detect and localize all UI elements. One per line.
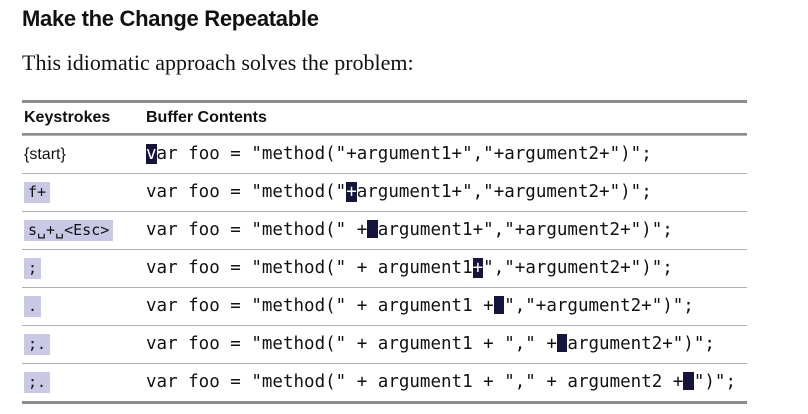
buffer-cell: var foo = "method(" + argument1 + ","+arg… <box>146 295 694 317</box>
buffer-cell: var foo = "method(" + argument1+","+argu… <box>146 257 673 279</box>
buffer-text-after: argument1+","+argument2+")"; <box>356 182 652 202</box>
cursor <box>367 220 378 238</box>
table-row: s␣+␣<Esc> var foo = "method(" + argument1… <box>22 211 747 249</box>
keystroke-cell: ; <box>24 258 42 279</box>
keystroke-cell: ;. <box>24 372 51 393</box>
table-header: Keystrokes Buffer Contents <box>22 103 747 135</box>
table-row: ;. var foo = "method(" + argument1 + ","… <box>22 363 747 401</box>
cursor <box>556 334 568 352</box>
buffer-text-before: var foo = "method(" <box>146 182 347 202</box>
cursor <box>493 296 505 314</box>
table-row: ; var foo = "method(" + argument1+","+ar… <box>22 249 747 287</box>
intro-paragraph: This idiomatic approach solves the probl… <box>22 50 414 75</box>
keystroke-table: Keystrokes Buffer Contents {start} var f… <box>22 100 747 404</box>
buffer-cell: var foo = "method(" + argument1 + "," + … <box>146 371 736 393</box>
table-row: f+ var foo = "method("+argument1+","+arg… <box>22 173 747 211</box>
cursor: + <box>346 182 357 202</box>
buffer-text-before: var foo = "method(" + argument1 <box>146 258 473 278</box>
cursor: + <box>472 258 484 278</box>
buffer-cell: var foo = "method(" + argument1 + "," + a… <box>146 333 715 355</box>
buffer-text-before: var foo = "method(" + argument1 + "," + … <box>146 372 684 392</box>
keystroke-cell: f+ <box>24 182 51 203</box>
cursor <box>683 372 694 390</box>
keystroke-cell: . <box>24 296 42 317</box>
buffer-text-before: var foo = "method(" + <box>146 220 368 240</box>
buffer-cell: var foo = "method("+argument1+","+argume… <box>146 143 652 165</box>
table-row: . var foo = "method(" + argument1 + ","+a… <box>22 287 747 325</box>
buffer-cell: var foo = "method(" + argument1+","+argum… <box>146 219 673 241</box>
buffer-text-after: ","+argument2+")"; <box>504 296 694 316</box>
buffer-text-after: ","+argument2+")"; <box>483 258 673 278</box>
buffer-text-after: ar foo = "method("+argument1+","+argumen… <box>156 144 652 164</box>
buffer-text-after: ")"; <box>693 372 736 392</box>
buffer-contents-column-header: Buffer Contents <box>146 109 267 126</box>
keystroke-cell: s␣+␣<Esc> <box>24 220 114 241</box>
buffer-text-after: argument2+")"; <box>567 334 715 354</box>
keystroke-cell: ;. <box>24 334 51 355</box>
buffer-text-before: var foo = "method(" + argument1 + <box>146 296 494 316</box>
table-row: ;. var foo = "method(" + argument1 + ","… <box>22 325 747 363</box>
buffer-text-after: argument1+","+argument2+")"; <box>377 220 673 240</box>
section-heading: Make the Change Repeatable <box>22 6 319 31</box>
keystrokes-column-header: Keystrokes <box>24 109 111 126</box>
buffer-text-before: var foo = "method(" + argument1 + "," + <box>146 334 557 354</box>
buffer-cell: var foo = "method("+argument1+","+argume… <box>146 181 652 203</box>
table-row: {start} var foo = "method("+argument1+",… <box>22 135 747 173</box>
keystroke-cell: {start} <box>24 146 66 163</box>
cursor: v <box>146 144 157 164</box>
